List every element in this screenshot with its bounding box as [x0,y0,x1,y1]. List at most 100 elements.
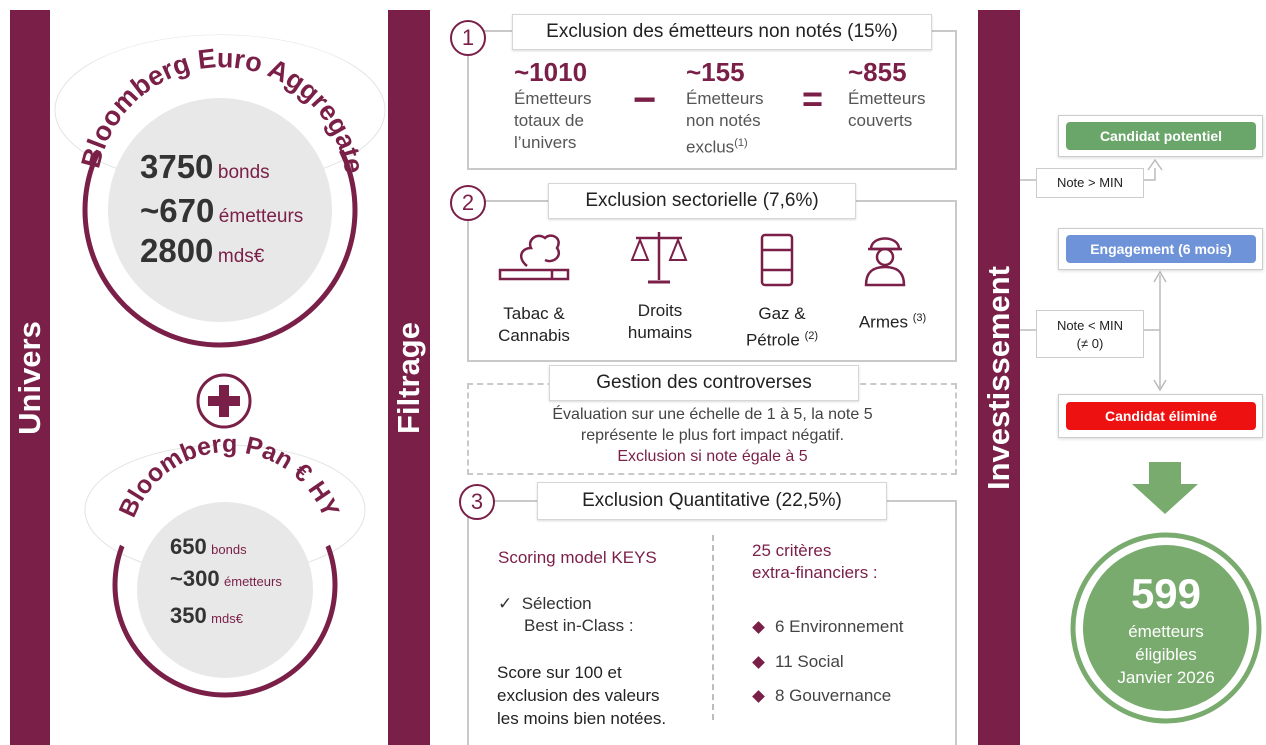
result-circle [1070,532,1262,724]
minus-sign: − [633,78,657,122]
hy-issuers-unit: émetteurs [224,574,282,589]
step2-title: Exclusion sectorielle (7,6%) [548,183,856,219]
sector-oil-gas-line1: Gaz & [758,304,806,323]
score-line3: les moins bien notées. [497,709,667,728]
euro-amount-unit: mds€ [217,246,265,267]
controversies-text: Évaluation sur une échelle de 1 à 5, la … [470,404,955,467]
sector-oil-gas-line2: Pétrole [745,330,800,350]
criteria-text: 25 critères extra-financiers : [752,540,878,584]
step1-covered-desc-1: Émetteurs [848,89,926,108]
hy-amount: 350 mds€ [170,603,243,629]
note-above: Note > MIN [1036,168,1144,198]
selection: ✓ Sélection Best in-Class : [498,593,634,637]
step1-total: ~1010 Émetteurs totaux de l’univers [514,57,634,154]
hy-bonds-value: 650 [170,534,207,559]
diamond-icon [752,656,765,669]
diamond-icon [752,621,765,634]
step1-total-desc-2: totaux de [514,111,584,130]
step1-excluded-desc-3-wrap: exclus(1) [686,132,796,159]
pillar-governance-label: 8 Gouvernance [775,686,892,705]
plus-icon [196,373,252,429]
euro-issuers-unit: émetteurs [218,206,304,227]
pillar-environment: 6 Environnement [752,617,904,637]
step1-covered-desc-2: couverts [848,111,913,130]
result-value: 599 [1130,570,1202,617]
sector-weapons: Armes (3) [845,307,940,334]
step1-excluded-desc-1: Émetteurs [686,89,764,108]
diamond-icon [752,690,765,703]
pillar-environment-label: 6 Environnement [775,617,904,636]
hy-bonds: 650 bonds [170,534,247,560]
sector-human-rights: Droits humains [610,300,710,344]
euro-bonds: 3750 bonds [140,148,270,186]
step1-total-value: ~1010 [514,57,588,87]
step1-excluded-value: ~155 [686,57,745,87]
euro-bonds-unit: bonds [217,162,270,183]
sector-oil-gas: Gaz & Pétrole (2) [732,303,832,352]
sector-oil-gas-note: (2) [804,330,819,342]
step2-number: 2 [450,185,486,221]
note-below-line2: (≠ 0) [1076,336,1104,351]
selection-line2: Best in-Class : [524,616,634,635]
pillar-social: 11 Social [752,652,844,672]
note-below: Note < MIN (≠ 0) [1036,310,1144,358]
controversies-line1: Évaluation sur une échelle de 1 à 5, la … [552,406,873,423]
step1-covered-value: ~855 [848,57,907,87]
sector-tobacco: Tabac & Cannabis [484,303,584,347]
sector-weapons-line1: Armes [858,312,908,332]
hy-amount-unit: mds€ [211,611,243,626]
result-line3: Janvier 2026 [1117,668,1215,687]
investissement-label: Investissement [981,265,1016,490]
step3-title: Exclusion Quantitative (22,5%) [537,482,887,520]
step3-number: 3 [459,484,495,520]
result-line1: émetteurs [1128,622,1204,641]
engagement-pill: Engagement (6 mois) [1066,235,1256,263]
univers-bar: Univers [10,10,50,745]
investissement-bar: Investissement [978,10,1020,745]
sector-oil-gas-line2-wrap: Pétrole (2) [732,325,832,352]
check-icon: ✓ [498,594,513,613]
scoring-model: Scoring model KEYS [498,548,657,567]
pillar-social-label: 11 Social [775,652,844,671]
result-line2: éligibles [1135,645,1197,664]
score-line1: Score sur 100 et [497,663,622,682]
step1-excluded-desc-2: non notés [686,111,761,130]
selection-line1-wrap: ✓ Sélection [498,593,634,615]
selection-line1: Sélection [521,594,592,613]
euro-bonds-value: 3750 [140,148,214,185]
down-arrow-icon [1132,462,1198,514]
step1-excluded-note: (1) [734,137,748,149]
filtrage-label: Filtrage [391,321,426,434]
criteria-line2: extra-financiers : [752,563,878,582]
hy-bonds-unit: bonds [211,542,247,557]
univers-label: Univers [12,320,47,435]
oil-barrel-icon [760,233,794,287]
step1-excluded: ~155 Émetteurs non notés exclus(1) [686,57,796,159]
hy-amount-value: 350 [170,603,207,628]
euro-amount: 2800 mds€ [140,232,264,270]
soldier-icon [864,237,906,287]
sector-weapons-note: (3) [912,312,927,324]
sector-tobacco-line1: Tabac & [503,304,565,323]
step1-total-desc-3: l’univers [514,133,577,152]
sector-tobacco-line2: Cannabis [498,326,570,345]
controversies-line3: Exclusion si note égale à 5 [617,448,808,465]
euro-issuers: ~670 émetteurs [140,192,303,230]
hy-issuers-value: ~300 [170,566,220,591]
eliminated-pill: Candidat éliminé [1066,402,1256,430]
step1-excluded-desc-3: exclus [686,137,735,157]
hy-issuers: ~300 émetteurs [170,566,282,592]
pillar-governance: 8 Gouvernance [752,686,892,706]
score-line2: exclusion des valeurs [497,686,660,705]
step3-divider [712,535,714,720]
euro-amount-value: 2800 [140,232,214,269]
score-text: Score sur 100 et exclusion des valeurs l… [497,661,666,730]
filtrage-bar: Filtrage [388,10,430,745]
sector-human-rights-line1: Droits [637,301,683,320]
step1-title: Exclusion des émetteurs non notés (15%) [512,14,932,50]
step1-covered: ~855 Émetteurs couverts [848,57,953,132]
equals-sign: = [802,78,824,119]
result-text: 599 émetteurs éligibles Janvier 2026 [1068,568,1264,689]
candidate-pill: Candidat potentiel [1066,122,1256,150]
criteria-line1: 25 critères [752,541,832,560]
